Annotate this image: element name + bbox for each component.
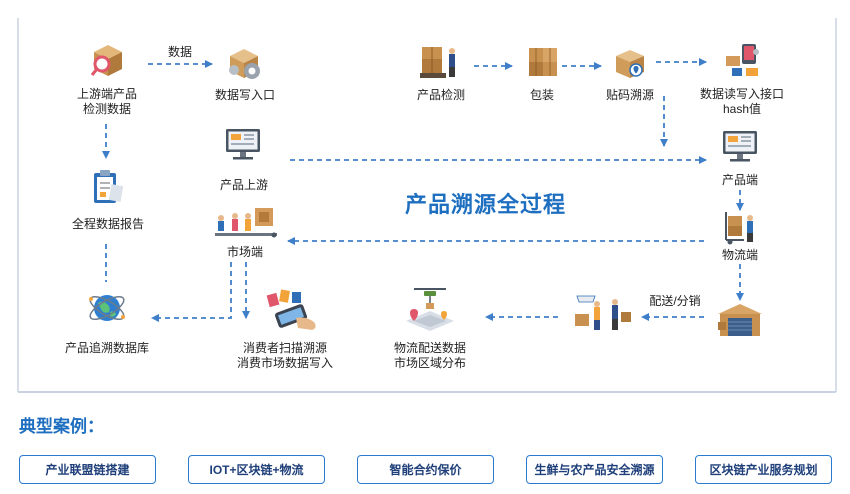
edge-label-data: 数据 — [167, 45, 192, 59]
label-market: 市场端 — [226, 245, 263, 259]
device-interface-icon — [726, 44, 759, 76]
label-report: 全程数据报告 — [71, 217, 144, 231]
clipboard-report-icon — [94, 170, 124, 203]
phone-scan-icon — [266, 289, 316, 330]
label-line: 数据读写入接口 — [699, 87, 784, 101]
label-product-upstream: 产品上游 — [219, 178, 268, 192]
label-line: hash值 — [722, 102, 762, 116]
diagram-title: 产品溯源全过程 — [405, 192, 567, 217]
packaging-boxes-icon — [529, 48, 557, 76]
box-stack-worker-icon — [420, 47, 455, 78]
label-line: 物流配送数据 — [393, 341, 466, 355]
label-upstream-data: 上游端产品 检测数据 — [68, 87, 146, 117]
drone-map-icon — [406, 288, 454, 331]
label-inspection: 产品检测 — [416, 88, 465, 102]
label-logistics: 物流端 — [721, 248, 758, 262]
label-line: 市场区域分布 — [393, 356, 466, 370]
label-label-trace: 贴码溯源 — [605, 88, 654, 102]
box-gear-icon — [229, 49, 260, 79]
label-line: 消费者扫描溯源 — [242, 341, 327, 355]
delivery-workers-icon — [575, 295, 631, 330]
label-read-write: 数据读写入接口 hash值 — [692, 87, 792, 117]
case-button-fresh-food-trace[interactable]: 生鲜与农产品安全溯源 — [526, 455, 663, 484]
cases-title: 典型案例： — [19, 417, 104, 436]
case-button-iot-blockchain-logistics[interactable]: IOT+区块链+物流 — [188, 455, 325, 484]
label-consumer: 消费者扫描溯源 消费市场数据写入 — [226, 341, 344, 371]
arrow-market-to-database — [151, 262, 232, 322]
globe-network-icon — [89, 295, 125, 321]
case-button-service-planning[interactable]: 区块链产业服务规划 — [695, 455, 832, 484]
case-button-industry-alliance[interactable]: 产业联盟链搭建 — [19, 455, 156, 484]
panel-frame — [17, 17, 837, 393]
label-delivery: 物流配送数据 市场区域分布 — [384, 341, 476, 371]
case-button-smart-contract[interactable]: 智能合约保价 — [357, 455, 494, 484]
market-people-icon — [215, 208, 277, 238]
box-pin-icon — [616, 50, 644, 78]
label-packaging: 包装 — [529, 88, 554, 102]
box-magnifier-icon — [90, 45, 122, 76]
warehouse-icon — [718, 304, 762, 336]
label-database: 产品追溯数据库 — [64, 341, 149, 355]
label-product-end: 产品端 — [721, 173, 758, 187]
hand-truck-icon — [725, 212, 753, 245]
label-data-write: 数据写入口 — [214, 88, 275, 102]
label-line: 上游端产品 — [76, 87, 137, 101]
label-line: 检测数据 — [82, 102, 131, 116]
label-line: 消费市场数据写入 — [236, 356, 333, 370]
monitor-icon — [226, 129, 260, 160]
edge-label-distribution: 配送/分销 — [649, 294, 701, 308]
monitor-icon — [723, 131, 757, 162]
